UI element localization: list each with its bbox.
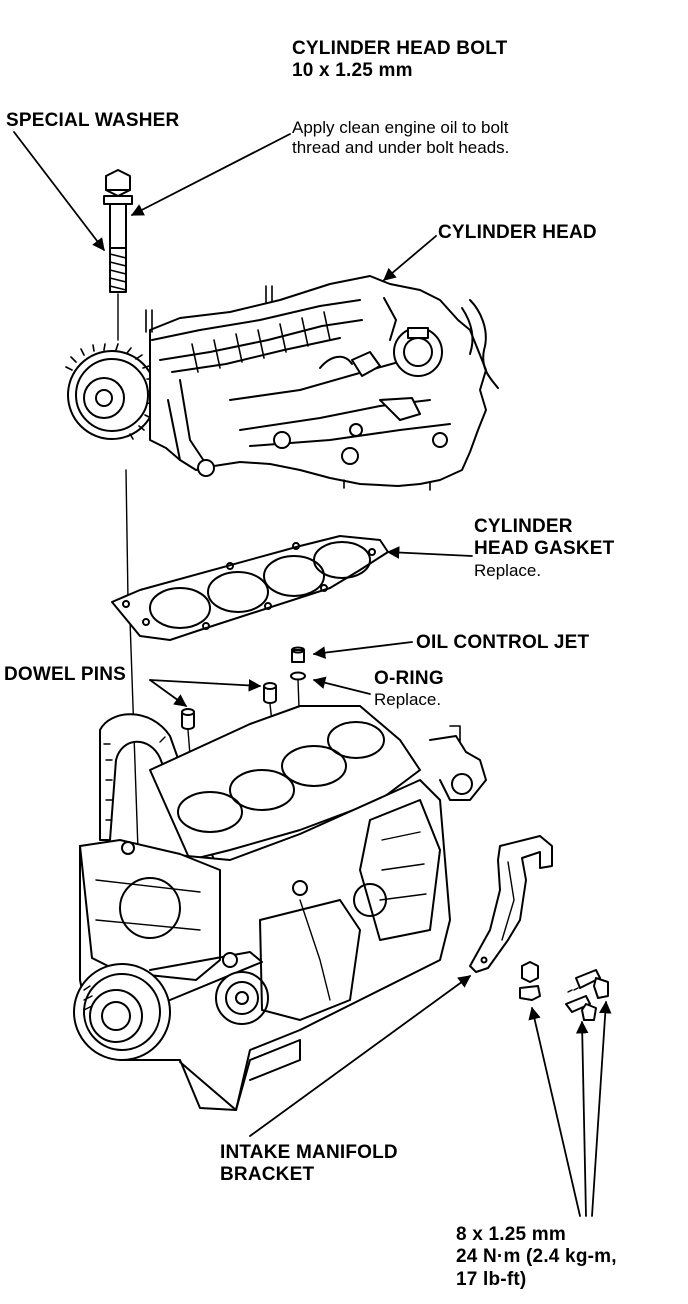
cylinder-head-bolt-label: CYLINDER HEAD BOLT 10 x 1.25 mm bbox=[292, 38, 507, 83]
bracket-line1: INTAKE MANIFOLD bbox=[220, 1142, 398, 1163]
cylinder-head-bolt-spec: 10 x 1.25 mm bbox=[292, 60, 413, 82]
dowel-pins-label: DOWEL PINS bbox=[4, 664, 126, 685]
cylinder-head-gasket-label: CYLINDER HEAD GASKET Replace. bbox=[474, 516, 615, 581]
bracket-bolts-drawing bbox=[519, 961, 609, 1021]
bolt-note-line2: thread and under bolt heads. bbox=[292, 138, 510, 158]
gasket-line1: CYLINDER bbox=[474, 516, 573, 537]
head-gasket-drawing bbox=[111, 535, 389, 641]
engine-block-drawing bbox=[73, 705, 487, 1111]
bolt-note-line1: Apply clean engine oil to bolt bbox=[292, 118, 509, 137]
cylinder-head-label: CYLINDER HEAD bbox=[438, 222, 597, 243]
cylinder-head-bolt-drawing bbox=[103, 169, 133, 293]
bracket-line2: BRACKET bbox=[220, 1164, 315, 1186]
o-ring-note: Replace. bbox=[374, 690, 442, 710]
dowel-pin-drawings bbox=[181, 682, 277, 781]
bracket-bolt-size: 8 x 1.25 mm bbox=[456, 1224, 566, 1245]
o-ring-title: O-RING bbox=[374, 668, 444, 689]
special-washer-label: SPECIAL WASHER bbox=[6, 110, 180, 131]
oil-control-jet-label: OIL CONTROL JET bbox=[416, 632, 590, 653]
intake-manifold-bracket-drawing bbox=[469, 835, 553, 973]
gasket-line2: HEAD GASKET bbox=[474, 538, 615, 560]
intake-manifold-bracket-label: INTAKE MANIFOLD BRACKET bbox=[220, 1142, 398, 1187]
gasket-note: Replace. bbox=[474, 560, 542, 580]
bracket-bolt-torque-line1: 24 N·m (2.4 kg-m, bbox=[456, 1246, 617, 1268]
bracket-bolt-torque-line2: 17 lb-ft) bbox=[456, 1268, 527, 1290]
bracket-bolt-torque-label: 8 x 1.25 mm 24 N·m (2.4 kg-m, 17 lb-ft) bbox=[456, 1224, 617, 1291]
cylinder-head-drawing bbox=[65, 275, 499, 491]
leader-lines bbox=[13, 131, 612, 1217]
cylinder-head-bolt-title: CYLINDER HEAD BOLT bbox=[292, 38, 508, 59]
o-ring-label: O-RING Replace. bbox=[374, 668, 444, 710]
bolt-lubrication-note: Apply clean engine oil to bolt thread an… bbox=[292, 118, 509, 158]
